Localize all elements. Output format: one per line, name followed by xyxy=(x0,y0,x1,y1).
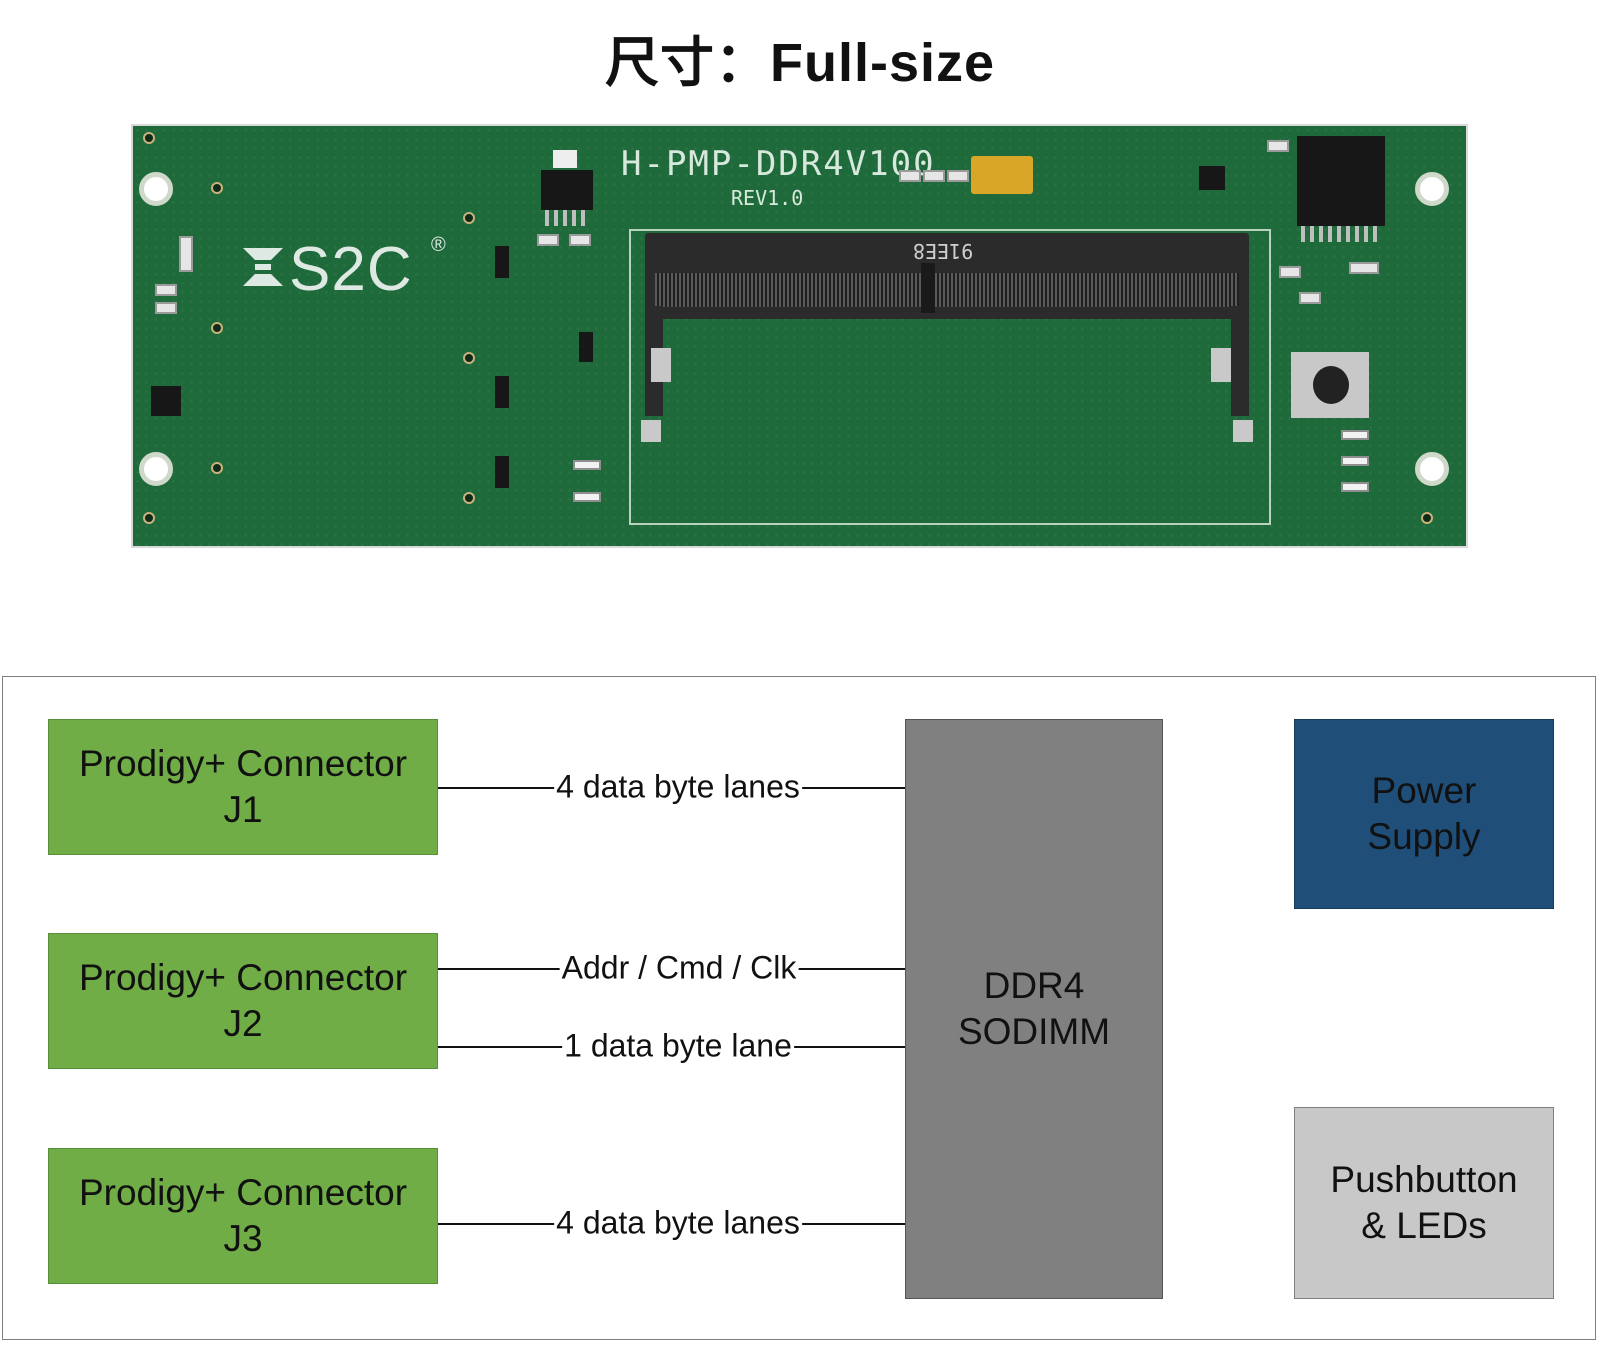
via xyxy=(143,512,155,524)
ic-u3 xyxy=(495,456,509,488)
j1-label: Prodigy+ Connector xyxy=(78,742,408,784)
via xyxy=(463,212,475,224)
link-j2-addr-label: Addr / Cmd / Clk xyxy=(559,949,799,987)
ic-u1 xyxy=(495,246,509,278)
pcb-photo: H-PMP-DDR4V100 REV1.0 S2C ® 91EE8 xyxy=(131,124,1468,548)
slot-code: 91EE8 xyxy=(913,239,974,263)
board-name: H-PMP-DDR4V100 xyxy=(621,144,936,184)
mounting-hole xyxy=(139,172,173,206)
crystal-x1 xyxy=(151,386,181,416)
registered-mark: ® xyxy=(431,234,446,256)
led-pad xyxy=(1341,482,1369,492)
ic-u4 xyxy=(579,332,593,362)
latch-tab xyxy=(641,420,661,442)
link-j1-label: 4 data byte lanes xyxy=(554,768,802,806)
latch-tab xyxy=(651,348,671,382)
dimm-label: DDR4 xyxy=(983,964,1085,1006)
smd-component xyxy=(179,236,193,272)
smd-component xyxy=(1299,292,1321,304)
via xyxy=(463,352,475,364)
sodimm-outline xyxy=(629,229,1271,525)
power-sublabel: Supply xyxy=(1367,816,1481,857)
mounting-hole xyxy=(139,452,173,486)
via xyxy=(211,462,223,474)
s2c-logo-icon xyxy=(243,248,283,286)
smd-component xyxy=(947,170,969,182)
latch-tab xyxy=(1211,348,1231,382)
prodigy-connector-j2: Prodigy+ Connector J2 xyxy=(48,933,438,1069)
ic-u5 xyxy=(1199,166,1225,190)
via xyxy=(211,322,223,334)
power-supply-block: Power Supply xyxy=(1294,719,1554,909)
latch-tab xyxy=(1233,420,1253,442)
smd-component xyxy=(1267,140,1289,152)
mounting-hole xyxy=(1415,172,1449,206)
prodigy-connector-j1: Prodigy+ Connector J1 xyxy=(48,719,438,855)
smd-component xyxy=(923,170,945,182)
j2-id: J2 xyxy=(223,1003,263,1044)
smd-component xyxy=(569,234,591,246)
j2-label: Prodigy+ Connector xyxy=(78,956,408,998)
page-title: 尺寸：Full-size xyxy=(604,33,996,93)
j3-label: Prodigy+ Connector xyxy=(78,1171,408,1213)
ddr4-sodimm-block: DDR4 SODIMM xyxy=(905,719,1163,1299)
pushbutton-label: Pushbutton xyxy=(1330,1158,1518,1200)
fuse xyxy=(553,150,577,168)
pushbutton-sublabel: & LEDs xyxy=(1361,1205,1487,1246)
board-revision: REV1.0 xyxy=(731,186,804,210)
slot-pins xyxy=(655,273,1239,307)
via xyxy=(211,182,223,194)
smd-component xyxy=(899,170,921,182)
pushbutton-leds-block: Pushbutton & LEDs xyxy=(1294,1107,1554,1299)
pushbutton-sw1 xyxy=(1291,352,1369,418)
j1-id: J1 xyxy=(223,789,263,830)
prodigy-connector-j3: Prodigy+ Connector J3 xyxy=(48,1148,438,1284)
mounting-hole xyxy=(1415,452,1449,486)
smd-component xyxy=(155,302,177,314)
link-j3-label: 4 data byte lanes xyxy=(554,1204,802,1242)
smd-component xyxy=(1279,266,1301,278)
via xyxy=(463,492,475,504)
via xyxy=(143,132,155,144)
link-j2-data-label: 1 data byte lane xyxy=(562,1027,794,1065)
led-pad xyxy=(1341,430,1369,440)
s2c-logo: S2C xyxy=(289,235,413,304)
slot-key xyxy=(921,263,935,313)
sodimm-slot: 91EE8 xyxy=(645,233,1249,319)
smd-component xyxy=(537,234,559,246)
ic-u2 xyxy=(495,376,509,408)
dimm-type: SODIMM xyxy=(957,1011,1111,1052)
power-module-chip xyxy=(1297,136,1385,242)
regulator-chip xyxy=(541,170,593,226)
tantalum-capacitor xyxy=(971,156,1033,194)
j3-id: J3 xyxy=(223,1218,263,1259)
smd-component xyxy=(155,284,177,296)
block-diagram: Prodigy+ Connector J1 Prodigy+ Connector… xyxy=(2,676,1596,1340)
power-label: Power xyxy=(1371,769,1477,811)
pushbutton-knob xyxy=(1313,366,1349,404)
sodimm-latch xyxy=(1231,306,1249,416)
via xyxy=(1421,512,1433,524)
led-pad xyxy=(1341,456,1369,466)
led-pad xyxy=(573,492,601,502)
led-pad xyxy=(573,460,601,470)
smd-component xyxy=(1349,262,1379,274)
